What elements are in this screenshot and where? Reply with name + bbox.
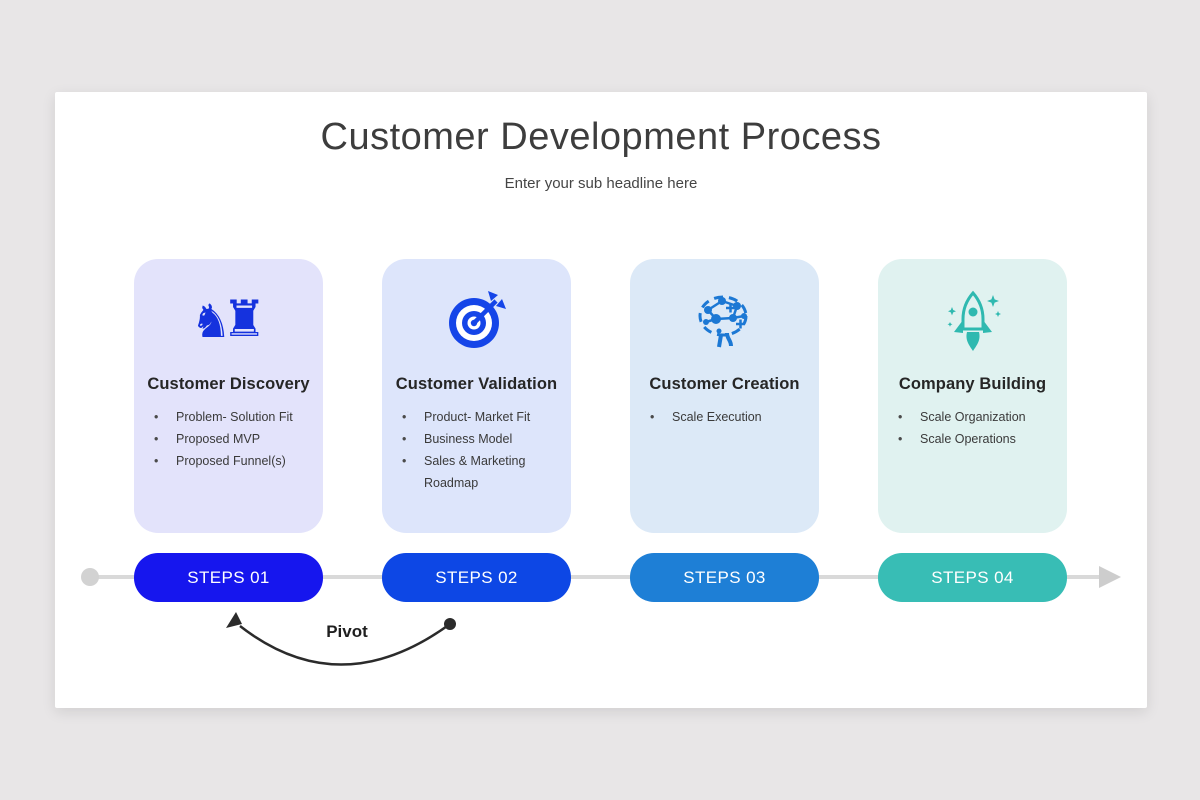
bullet-dot: • bbox=[154, 454, 159, 468]
bullet-item: • Scale Operations bbox=[898, 428, 1057, 450]
step-pill-02[interactable]: STEPS 02 bbox=[382, 553, 571, 602]
step-pill-03[interactable]: STEPS 03 bbox=[630, 553, 819, 602]
bullet-text: Problem- Solution Fit bbox=[176, 410, 293, 424]
bullet-list: • Problem- Solution Fit • Proposed MVP • Pr… bbox=[134, 406, 323, 472]
pivot-label: Pivot bbox=[326, 622, 368, 641]
card-title: Customer Discovery bbox=[147, 375, 310, 393]
bullet-dot: • bbox=[154, 410, 159, 424]
bullet-text: Product- Market Fit bbox=[424, 410, 531, 424]
slide: Customer Development Process Enter your … bbox=[55, 92, 1147, 708]
bullet-text: Proposed MVP bbox=[176, 432, 261, 446]
steps-row: STEPS 01 STEPS 02 STEPS 03 STEPS 04 bbox=[134, 553, 1067, 602]
timeline-connector-line bbox=[90, 575, 1102, 579]
bullet-item: • Sales & Marketing Roadmap bbox=[402, 450, 561, 494]
timeline-arrow-icon bbox=[1099, 566, 1121, 588]
bullet-dot: • bbox=[650, 410, 655, 424]
bullet-list: • Scale Organization • Scale Operations bbox=[878, 406, 1067, 450]
bullet-dot: • bbox=[402, 454, 407, 468]
chess-strategy-icon: ♞♜ bbox=[190, 287, 266, 355]
timeline-start-dot bbox=[81, 568, 99, 586]
bullet-dot: • bbox=[898, 432, 903, 446]
bullet-list: • Product- Market Fit • Business Model • Sa… bbox=[382, 406, 571, 494]
bullet-list: • Scale Execution bbox=[630, 406, 819, 428]
pivot-arrow bbox=[226, 612, 456, 666]
cards-row: ♞♜ Customer Discovery • Problem- Solution… bbox=[134, 259, 1067, 533]
card-title: Company Building bbox=[898, 375, 1047, 393]
bullet-item: • Proposed Funnel(s) bbox=[154, 450, 313, 472]
bullet-text: Business Model bbox=[424, 432, 513, 446]
card-customer-discovery: ♞♜ Customer Discovery • Problem- Solution… bbox=[134, 259, 323, 533]
bullet-item: • Scale Organization bbox=[898, 406, 1057, 428]
card-title: Customer Creation bbox=[649, 375, 800, 393]
bullet-item: • Product- Market Fit bbox=[402, 406, 561, 428]
bullet-item: • Problem- Solution Fit bbox=[154, 406, 313, 428]
card-company-building: Company Building • Scale Organization • Sc… bbox=[878, 259, 1067, 533]
step-label: STEPS 02 bbox=[435, 567, 518, 587]
bullet-text: Scale Organization bbox=[920, 410, 1026, 424]
bullet-dot: • bbox=[898, 410, 903, 424]
bullet-item: • Proposed MVP bbox=[154, 428, 313, 450]
card-customer-creation: Customer Creation • Scale Execution bbox=[630, 259, 819, 533]
bullet-item: • Business Model bbox=[402, 428, 561, 450]
bullet-dot: • bbox=[402, 410, 407, 424]
page-subtitle: Enter your sub headline here bbox=[504, 175, 698, 192]
brain-network-icon bbox=[693, 287, 757, 355]
bullet-text: Sales & Marketing Roadmap bbox=[424, 454, 526, 490]
card-customer-validation: Customer Validation • Product- Market Fit… bbox=[382, 259, 571, 533]
target-arrow-icon bbox=[445, 287, 509, 355]
bullet-dot: • bbox=[154, 432, 159, 446]
chess-knight-glyph: ♞ bbox=[190, 294, 232, 348]
rocket-icon bbox=[941, 287, 1005, 355]
page-title: Customer Development Process bbox=[320, 116, 882, 158]
step-label: STEPS 01 bbox=[187, 567, 270, 587]
bullet-text: Proposed Funnel(s) bbox=[176, 454, 286, 468]
bullet-item: • Scale Execution bbox=[650, 406, 809, 428]
step-pill-04[interactable]: STEPS 04 bbox=[878, 553, 1067, 602]
step-pill-01[interactable]: STEPS 01 bbox=[134, 553, 323, 602]
chess-rook-glyph: ♜ bbox=[221, 290, 267, 348]
step-label: STEPS 03 bbox=[683, 567, 766, 587]
card-title: Customer Validation bbox=[395, 375, 558, 393]
step-label: STEPS 04 bbox=[931, 567, 1014, 587]
bullet-text: Scale Operations bbox=[920, 432, 1016, 446]
bullet-text: Scale Execution bbox=[672, 410, 762, 424]
bullet-dot: • bbox=[402, 432, 407, 446]
